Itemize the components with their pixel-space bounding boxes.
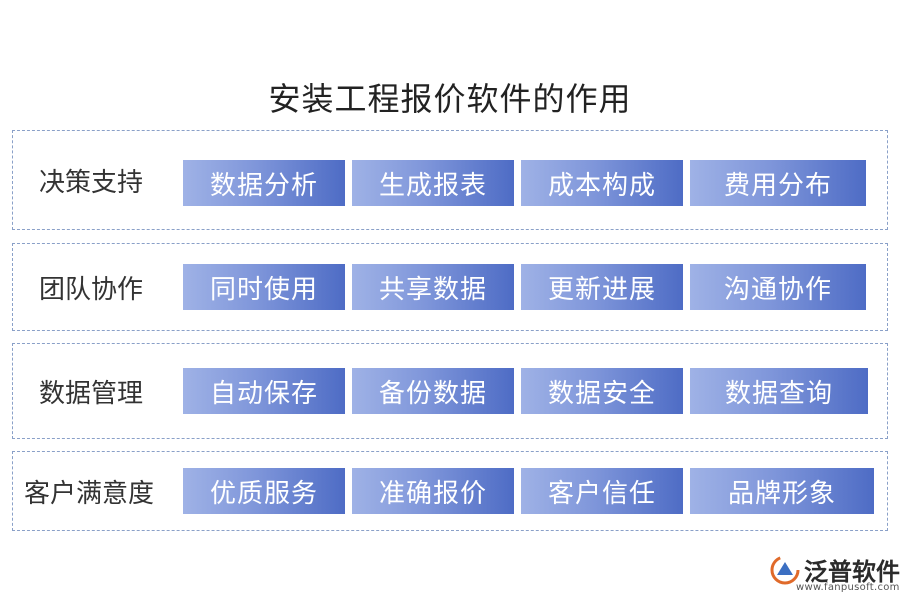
function-chip: 费用分布 bbox=[690, 160, 866, 206]
function-chip: 生成报表 bbox=[352, 160, 514, 206]
function-chip: 更新进展 bbox=[521, 264, 683, 310]
function-chip: 沟通协作 bbox=[690, 264, 866, 310]
diagram-title: 安装工程报价软件的作用 bbox=[268, 80, 632, 118]
function-chip: 准确报价 bbox=[352, 468, 514, 514]
row-customer-satisfaction: 客户满意度 bbox=[12, 451, 888, 531]
function-chip: 数据安全 bbox=[521, 368, 683, 414]
row-decision-support: 决策支持 bbox=[12, 130, 888, 230]
function-chip: 共享数据 bbox=[352, 264, 514, 310]
function-chip: 数据分析 bbox=[183, 160, 345, 206]
function-chip: 优质服务 bbox=[183, 468, 345, 514]
row-label: 决策支持 bbox=[39, 167, 144, 198]
function-chip: 备份数据 bbox=[352, 368, 514, 414]
function-chip: 自动保存 bbox=[183, 368, 345, 414]
function-chip: 数据查询 bbox=[690, 368, 868, 414]
row-label: 客户满意度 bbox=[24, 478, 155, 509]
function-chip: 同时使用 bbox=[183, 264, 345, 310]
row-team-collaboration: 团队协作 bbox=[12, 243, 888, 331]
function-chip: 客户信任 bbox=[521, 468, 683, 514]
brand-logo: 泛普软件 bbox=[768, 552, 900, 587]
function-chip: 成本构成 bbox=[521, 160, 683, 206]
row-label: 团队协作 bbox=[39, 274, 144, 305]
row-label: 数据管理 bbox=[39, 378, 144, 409]
logo-text: 泛普软件 bbox=[804, 558, 900, 586]
row-data-management: 数据管理 bbox=[12, 343, 888, 439]
function-chip: 品牌形象 bbox=[690, 468, 874, 514]
fanpu-logo-icon bbox=[770, 555, 800, 584]
logo-url: www.fanpusoft.com bbox=[796, 582, 900, 593]
